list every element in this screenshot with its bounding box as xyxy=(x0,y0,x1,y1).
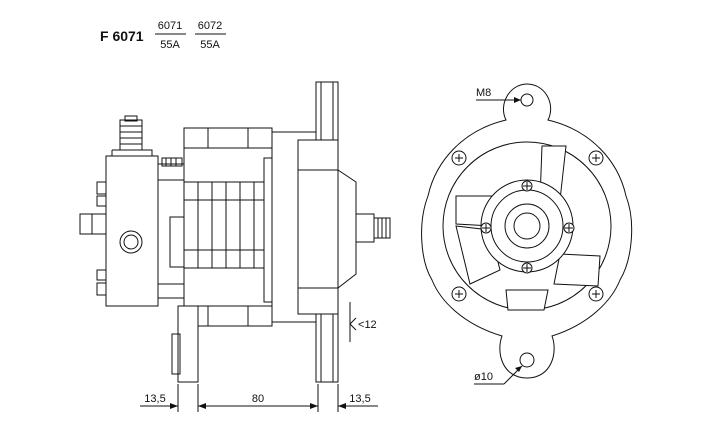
front-housing xyxy=(263,81,357,383)
shaft xyxy=(355,213,391,243)
variant-b-rating: 55A xyxy=(200,39,220,51)
outer-screws xyxy=(451,150,604,302)
mount-gap-label: <12 xyxy=(358,319,377,331)
stator-body xyxy=(171,127,273,383)
variant-b-code: 6072 xyxy=(198,20,222,32)
hub-bolts xyxy=(480,180,575,274)
hole-label: ø10 xyxy=(474,371,493,383)
transition-ring xyxy=(157,157,185,299)
left-flange-dim: 13,5 xyxy=(144,393,165,405)
mount-hole xyxy=(519,352,535,368)
length-dimensions: 13,5 80 13,5 xyxy=(140,384,378,412)
rear-plug-circle xyxy=(119,230,143,254)
side-view: <12 xyxy=(79,81,391,383)
body-length-dim: 80 xyxy=(252,393,264,405)
rear-cover xyxy=(79,149,159,307)
part-header: F 6071 6071 55A 6072 55A xyxy=(100,20,226,51)
thread-callout: M8 xyxy=(476,87,521,103)
front-view: M8 ø10 xyxy=(421,83,633,385)
terminal-stud xyxy=(119,115,143,151)
mount-gap-dimension: <12 xyxy=(349,302,377,342)
thread-label: M8 xyxy=(476,87,491,99)
variant-a-rating: 55A xyxy=(160,39,180,51)
right-flange-dim: 13,5 xyxy=(349,393,370,405)
hole-callout: ø10 xyxy=(474,365,523,385)
variant-a-code: 6071 xyxy=(158,20,182,32)
model-number: F 6071 xyxy=(100,28,144,44)
